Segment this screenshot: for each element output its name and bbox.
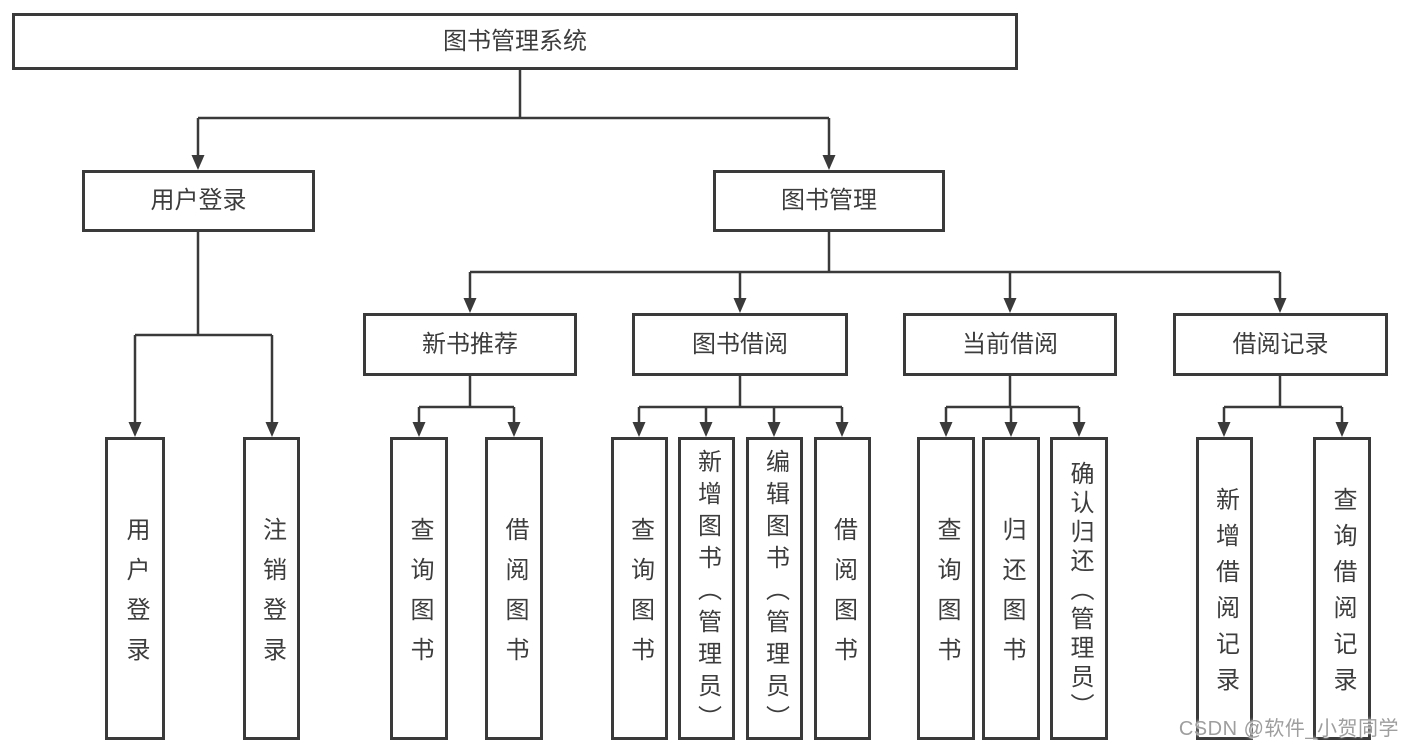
node-label: 用户登录: [150, 187, 247, 214]
leaf-query-books-recommend: 查询图书: [390, 437, 448, 740]
node-label: 新增借阅记录: [1211, 486, 1239, 703]
node-new-book-recommend: 新书推荐: [363, 313, 577, 376]
node-label: 查询借阅记录: [1329, 486, 1356, 703]
arrowhead-icon: [463, 298, 477, 313]
leaf-add-borrow-record: 新增借阅记录: [1196, 437, 1253, 740]
node-label: 编辑图书（管理员）: [761, 448, 789, 737]
arrowhead-icon: [699, 422, 713, 437]
leaf-logout-login: 注销登录: [243, 437, 300, 740]
node-label: 用户登录: [122, 516, 149, 677]
arrowhead-icon: [733, 298, 747, 313]
node-borrowing-records: 借阅记录: [1173, 313, 1388, 376]
node-label: 图书管理: [781, 187, 877, 214]
arrowhead-icon: [265, 422, 279, 437]
arrowhead-icon: [1335, 422, 1349, 437]
arrowhead-icon: [767, 422, 781, 437]
node-label: 查询图书: [626, 516, 654, 677]
leaf-confirm-return-admin: 确认归还（管理员）: [1050, 437, 1108, 740]
node-label: 图书管理系统: [443, 27, 587, 55]
arrowhead-icon: [632, 422, 646, 437]
node-label: 确认归还（管理员）: [1066, 460, 1093, 722]
node-label: 借阅图书: [829, 516, 857, 677]
node-user-login: 用户登录: [82, 170, 315, 232]
leaf-query-borrow-record: 查询借阅记录: [1313, 437, 1371, 740]
node-label: 查询图书: [933, 516, 960, 677]
node-library-management-system: 图书管理系统: [12, 13, 1018, 70]
node-label: 借阅记录: [1232, 330, 1329, 358]
node-current-borrowing: 当前借阅: [903, 313, 1117, 376]
arrowhead-icon: [822, 155, 836, 170]
leaf-borrow-books: 借阅图书: [814, 437, 871, 740]
arrowhead-icons: [128, 155, 1349, 437]
arrowhead-icon: [507, 422, 521, 437]
arrowhead-icon: [191, 155, 205, 170]
leaf-edit-books-admin: 编辑图书（管理员）: [746, 437, 803, 740]
node-label: 借阅图书: [501, 516, 528, 677]
leaf-user-login: 用户登录: [105, 437, 165, 740]
arrowhead-icon: [1003, 298, 1017, 313]
leaf-query-books-current: 查询图书: [917, 437, 975, 740]
leaf-borrow-books-recommend: 借阅图书: [485, 437, 543, 740]
leaf-query-books-borrowing: 查询图书: [611, 437, 668, 740]
node-label: 查询图书: [406, 516, 433, 677]
node-label: 新书推荐: [422, 330, 518, 358]
node-label: 归还图书: [998, 516, 1025, 677]
node-label: 注销登录: [258, 516, 286, 677]
arrowhead-icon: [1072, 422, 1086, 437]
leaf-return-books: 归还图书: [982, 437, 1040, 740]
arrowhead-icon: [1004, 422, 1018, 437]
arrowhead-icon: [128, 422, 142, 437]
arrowhead-icon: [939, 422, 953, 437]
node-label: 当前借阅: [962, 330, 1058, 358]
node-book-management: 图书管理: [713, 170, 945, 232]
watermark-text: CSDN @软件_小贺同学: [1178, 718, 1399, 740]
arrowhead-icon: [412, 422, 426, 437]
node-label: 图书借阅: [692, 330, 788, 358]
node-book-borrowing: 图书借阅: [632, 313, 848, 376]
arrowhead-icon: [1217, 422, 1231, 437]
connector-path: [133, 70, 1344, 423]
arrowhead-icon: [1273, 298, 1287, 313]
arrowhead-icon: [835, 422, 849, 437]
leaf-add-books-admin: 新增图书（管理员）: [678, 437, 735, 740]
node-label: 新增图书（管理员）: [693, 448, 721, 737]
